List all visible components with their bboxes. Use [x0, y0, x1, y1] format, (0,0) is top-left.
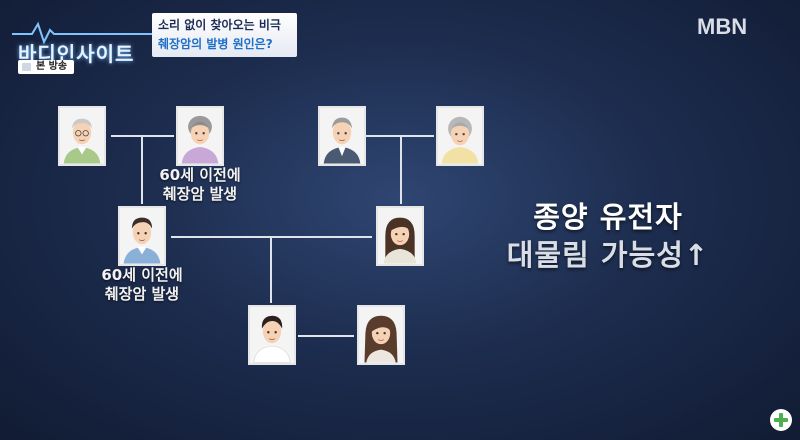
- grandfather-caption-line-2: 췌장암 발생: [162, 185, 238, 203]
- woman-avatar-icon: [378, 208, 422, 264]
- elderly-man-avatar-icon: [60, 108, 104, 164]
- man-avatar-icon: [120, 208, 164, 264]
- program-logo: 바디인사이트: [12, 12, 152, 66]
- headline-line-1: 종양 유전자: [533, 200, 683, 234]
- topic-banner: 소리 없이 찾아오는 비극 췌장암의 발병 원인은?: [152, 13, 297, 57]
- elderly-woman-avatar-icon: [178, 108, 222, 164]
- headline: 종양 유전자 대물림 가능성↑: [468, 198, 748, 274]
- broadcast-badge: 본 방송: [18, 60, 75, 74]
- father-photo: [118, 206, 166, 266]
- plus-icon: [774, 413, 788, 427]
- grandfather-photo-left: [58, 106, 106, 166]
- topic-line-1: 소리 없이 찾아오는 비극: [158, 18, 281, 32]
- channel-corner-badge: [770, 409, 792, 431]
- young-man-avatar-icon: [250, 307, 294, 363]
- son-photo: [248, 305, 296, 365]
- elderly-woman-avatar-icon: [438, 108, 482, 164]
- grandfather-caption: 60세 이전에 췌장암 발생: [140, 166, 260, 204]
- heartbeat-icon: [12, 21, 152, 44]
- topic-line-2: 췌장암의 발병 원인은?: [158, 37, 273, 51]
- daughter-photo: [357, 305, 405, 365]
- broadcaster-logo: MBN: [697, 14, 748, 39]
- headline-line-2: 대물림 가능성↑: [506, 238, 710, 272]
- elderly-man-suit-avatar-icon: [320, 108, 364, 164]
- father-caption-line-2: 췌장암 발생: [104, 285, 180, 303]
- grandmother-photo-right: [436, 106, 484, 166]
- grandmother-photo-left: [176, 106, 224, 166]
- grandfather-photo-right: [318, 106, 366, 166]
- father-caption: 60세 이전에 췌장암 발생: [82, 266, 202, 304]
- mother-photo: [376, 206, 424, 266]
- father-caption-line-1: 60세 이전에: [101, 266, 183, 284]
- grandfather-caption-line-1: 60세 이전에: [159, 166, 241, 184]
- young-woman-avatar-icon: [359, 307, 403, 363]
